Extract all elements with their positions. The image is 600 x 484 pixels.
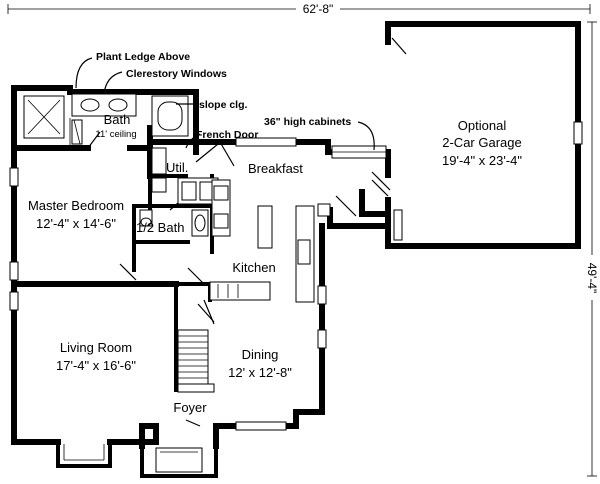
plant-ledge-note: Plant Ledge Above (96, 51, 190, 63)
living-room-title: Living Room (60, 340, 132, 355)
overall-width-label: 62'-8" (303, 2, 334, 16)
width-dimension-line (7, 4, 591, 14)
half-bath-fixtures (139, 209, 209, 237)
living-bay-window (56, 440, 112, 468)
master-bedroom-size: 12'-4" x 14'-6" (36, 216, 116, 231)
breakfast-title: Breakfast (248, 161, 303, 176)
dining-title: Dining (242, 347, 279, 362)
dining-size: 12' x 12'-8" (228, 365, 292, 380)
garage-line1: Optional (458, 118, 507, 133)
cabinets-note: 36" high cabinets (264, 116, 351, 128)
staircase (177, 299, 215, 393)
garage-walls (385, 21, 583, 249)
garage-size: 19'-4" x 23'-4" (442, 153, 522, 168)
garage-link (327, 171, 391, 229)
util-title: Util. (166, 160, 188, 175)
slope-ceiling-note: slope clg. (199, 99, 248, 111)
utility-fixtures (151, 147, 219, 205)
garage-line2: 2-Car Garage (442, 135, 521, 150)
door-swings (87, 131, 235, 427)
bath-ceiling: 11' ceiling (95, 129, 136, 140)
half-bath-title: 1/2 Bath (136, 220, 184, 235)
bath-title: Bath (104, 112, 131, 127)
clerestory-note: Clerestory Windows (126, 68, 227, 80)
entry-porch (140, 444, 218, 478)
master-bedroom-title: Master Bedroom (28, 198, 124, 213)
kitchen-title: Kitchen (232, 260, 275, 275)
living-room-size: 17'-4" x 16'-6" (56, 358, 136, 373)
french-door-note: French Door (196, 129, 258, 141)
overall-depth-label: 49'-4" (585, 263, 599, 294)
high-cabinets (331, 145, 387, 159)
note-leaders (75, 57, 375, 151)
depth-dimension-line (587, 21, 597, 477)
foyer-title: Foyer (173, 400, 207, 415)
kitchen-fixtures (209, 179, 331, 303)
windows (9, 137, 327, 431)
master-bath-fixtures (23, 93, 189, 146)
